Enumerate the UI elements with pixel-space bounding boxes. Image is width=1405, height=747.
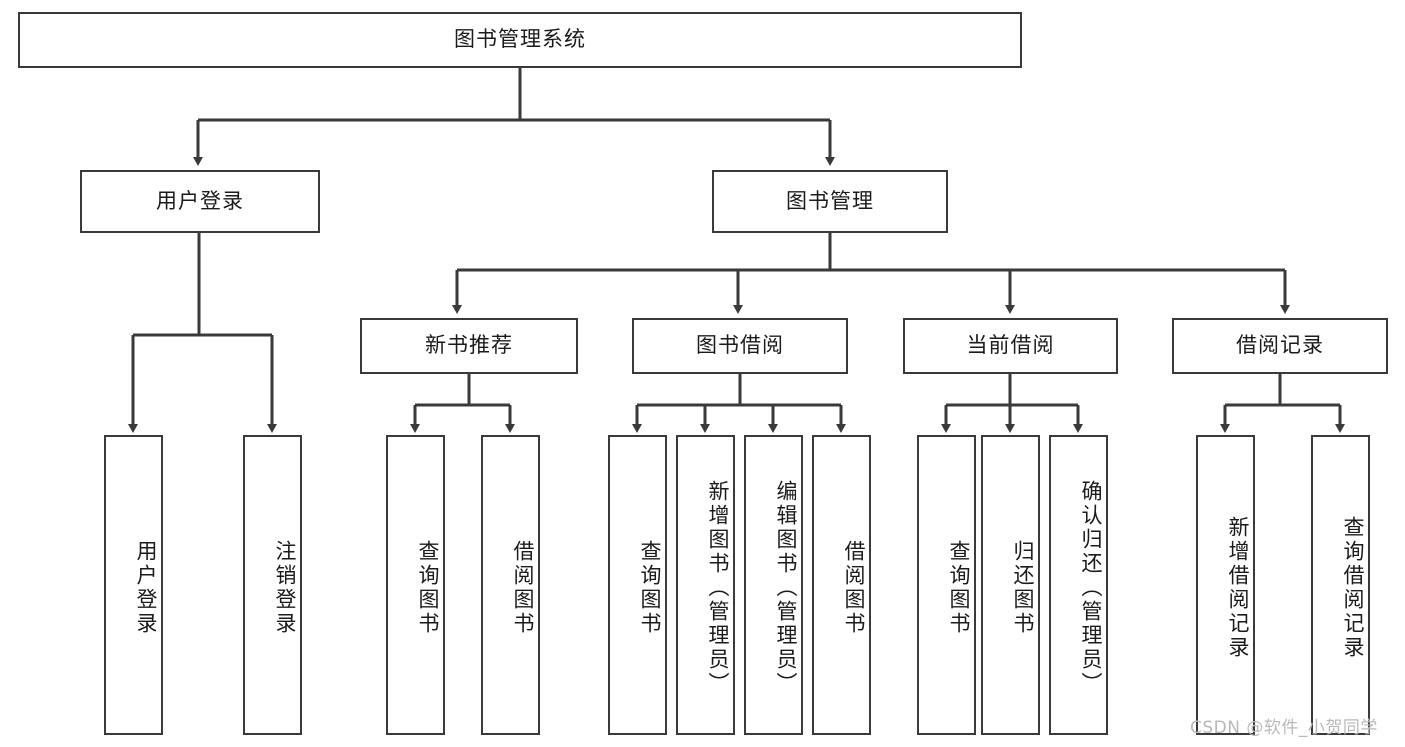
- node-current-borrow-label: 当前借阅: [966, 333, 1055, 358]
- node-new-book-recommend[interactable]: 新书推荐: [360, 318, 578, 374]
- leaf-add-record-label: 新增借阅记录: [1226, 516, 1250, 660]
- leaf-query-book-2[interactable]: 查询图书: [608, 435, 667, 735]
- leaf-query-book-3-label: 查询图书: [947, 540, 971, 636]
- node-book-manage-label: 图书管理: [786, 188, 874, 213]
- leaf-query-book-1-label: 查询图书: [416, 540, 440, 636]
- leaf-query-book-1[interactable]: 查询图书: [386, 435, 445, 735]
- leaf-query-record[interactable]: 查询借阅记录: [1311, 435, 1370, 735]
- node-book-borrow-label: 图书借阅: [696, 333, 784, 358]
- node-root[interactable]: 图书管理系统: [18, 12, 1022, 68]
- leaf-query-record-label: 查询借阅记录: [1341, 516, 1365, 660]
- node-root-label: 图书管理系统: [454, 27, 586, 52]
- node-borrow-record[interactable]: 借阅记录: [1172, 318, 1388, 374]
- leaf-borrow-book-1-label: 借阅图书: [511, 540, 535, 636]
- csdn-watermark: CSDN @软件_小贺同学: [1190, 718, 1378, 738]
- leaf-user-login-label: 用户登录: [134, 540, 158, 636]
- leaf-add-record[interactable]: 新增借阅记录: [1196, 435, 1255, 735]
- leaf-confirm-return[interactable]: 确认归还（管理员）: [1049, 435, 1108, 735]
- leaf-return-book-label: 归还图书: [1011, 540, 1035, 636]
- leaf-edit-book[interactable]: 编辑图书（管理员）: [744, 435, 803, 735]
- leaf-query-book-3[interactable]: 查询图书: [917, 435, 976, 735]
- leaf-borrow-book-2-label: 借阅图书: [842, 540, 866, 636]
- leaf-borrow-book-1[interactable]: 借阅图书: [481, 435, 540, 735]
- node-current-borrow[interactable]: 当前借阅: [903, 318, 1118, 374]
- leaf-user-login[interactable]: 用户登录: [104, 435, 163, 735]
- leaf-add-book[interactable]: 新增图书（管理员）: [676, 435, 735, 735]
- node-book-borrow[interactable]: 图书借阅: [632, 318, 848, 374]
- leaf-return-book[interactable]: 归还图书: [981, 435, 1040, 735]
- leaf-borrow-book-2[interactable]: 借阅图书: [812, 435, 871, 735]
- leaf-add-book-label: 新增图书（管理员）: [706, 480, 730, 696]
- node-new-book-recommend-label: 新书推荐: [425, 333, 513, 358]
- node-user-login[interactable]: 用户登录: [80, 170, 320, 233]
- leaf-user-logout-label: 注销登录: [273, 540, 297, 636]
- leaf-edit-book-label: 编辑图书（管理员）: [774, 480, 798, 696]
- node-borrow-record-label: 借阅记录: [1236, 333, 1324, 358]
- node-user-login-label: 用户登录: [156, 188, 244, 213]
- node-book-manage[interactable]: 图书管理: [712, 170, 948, 233]
- leaf-confirm-return-label: 确认归还（管理员）: [1079, 480, 1103, 696]
- leaf-query-book-2-label: 查询图书: [638, 540, 662, 636]
- leaf-user-logout[interactable]: 注销登录: [243, 435, 302, 735]
